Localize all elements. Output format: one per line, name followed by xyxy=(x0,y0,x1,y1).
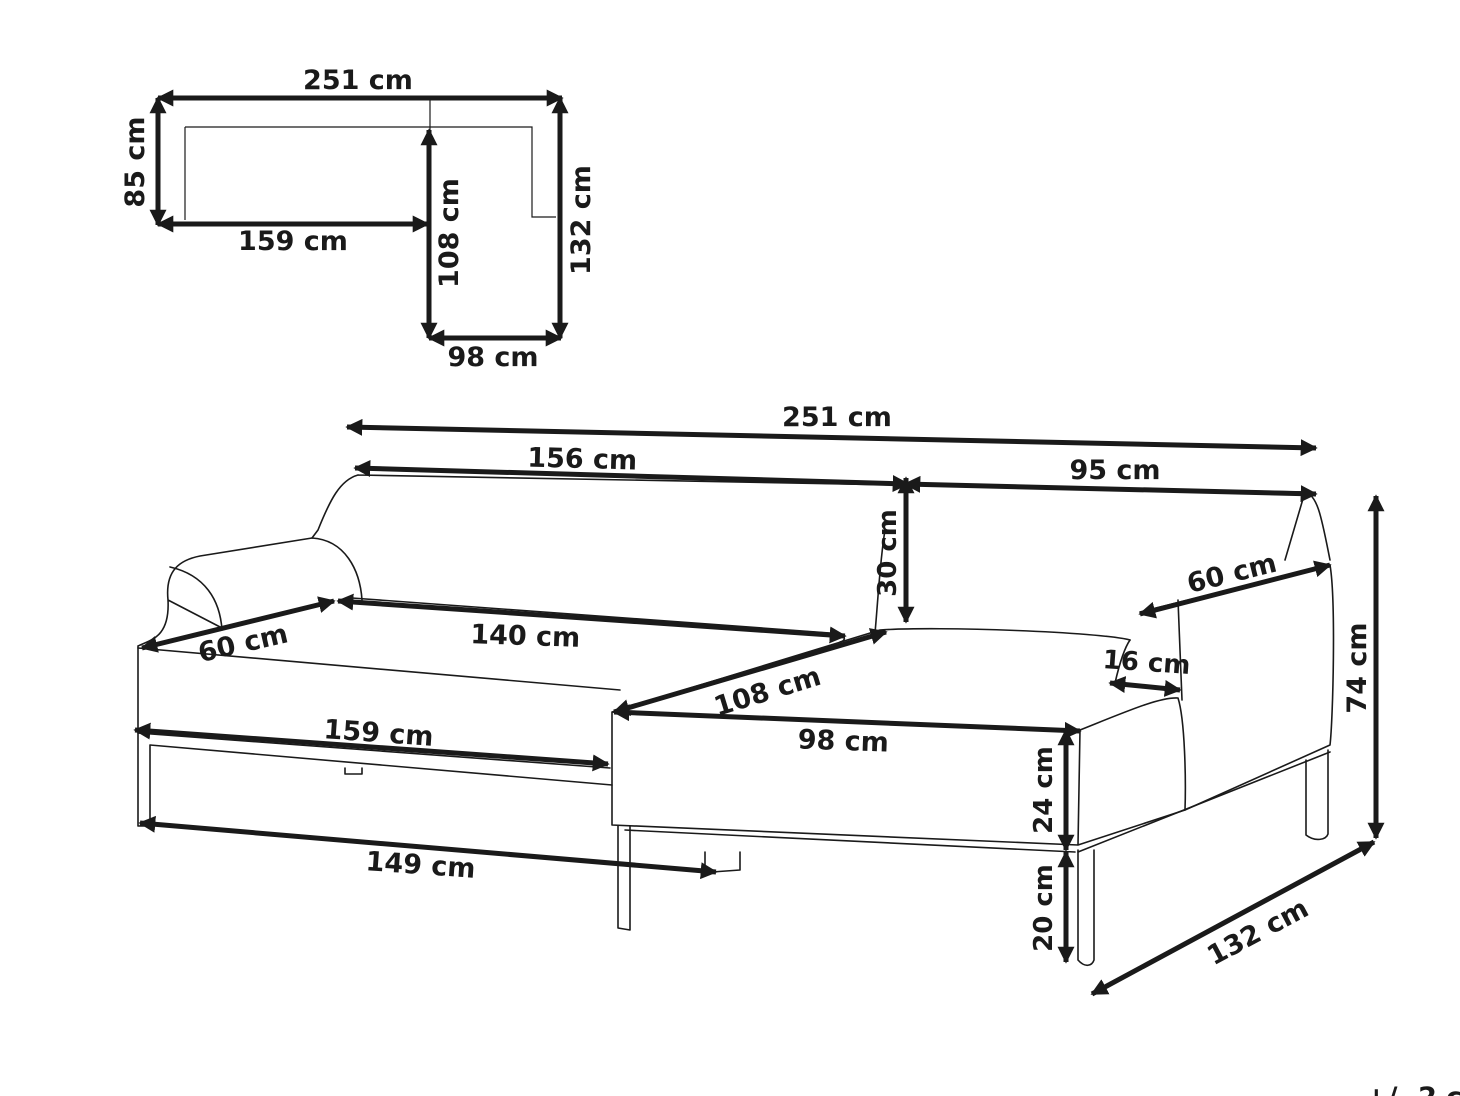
front-base-width-label: 159 cm xyxy=(323,714,435,753)
front-chaise-depth-arrow xyxy=(612,628,888,716)
front-total-depth-arrow xyxy=(1090,839,1376,997)
top-total-width-label: 251 cm xyxy=(303,65,413,96)
top-sofa-width-label: 159 cm xyxy=(238,226,348,257)
top-view-outline xyxy=(184,100,556,220)
sofa-chaise xyxy=(611,627,1187,846)
top-view-plan: 251 cm 85 cm 159 cm 108 cm 132 cm 98 cm xyxy=(120,65,597,373)
front-chaise-width-label: 98 cm xyxy=(797,724,889,758)
front-view-dimensions: 251 cm 156 cm 95 cm 30 cm 60 cm 140 cm 6… xyxy=(133,402,1385,997)
front-base-width-arrow xyxy=(133,722,610,772)
sofa-backrest xyxy=(311,474,1331,561)
front-left-arm-length-label: 60 cm xyxy=(195,618,291,669)
front-seat-width-label: 140 cm xyxy=(470,619,581,654)
sofa-right-arm xyxy=(1114,491,1335,811)
front-right-arm-length-arrow xyxy=(1138,560,1332,619)
top-seat-depth-label: 85 cm xyxy=(120,116,151,207)
front-seat-height-label: 24 cm xyxy=(1029,746,1059,834)
front-back-height-label: 30 cm xyxy=(873,509,903,597)
front-leg-span-label: 149 cm xyxy=(365,846,477,885)
front-arm-width-label: 16 cm xyxy=(1102,645,1192,681)
front-left-arm-length-arrow xyxy=(140,596,336,653)
front-back-width-left-label: 156 cm xyxy=(527,442,638,476)
sofa-legs xyxy=(617,749,1329,967)
sofa-line-drawing xyxy=(137,474,1335,967)
front-seat-width-arrow xyxy=(336,593,847,644)
front-leg-height-label: 20 cm xyxy=(1029,864,1059,952)
front-back-width-left-arrow xyxy=(353,459,910,493)
front-leg-span-arrow xyxy=(138,815,718,880)
tolerance-note: +/- 2 cm xyxy=(1365,1082,1460,1096)
top-chaise-length-label: 108 cm xyxy=(434,178,465,288)
front-total-width-label: 251 cm xyxy=(782,402,892,433)
front-chaise-depth-label: 108 cm xyxy=(710,661,824,723)
front-back-width-right-label: 95 cm xyxy=(1069,455,1160,486)
front-arm-width-arrow xyxy=(1108,676,1182,697)
sofa-frame xyxy=(624,751,1331,853)
front-total-height-label: 74 cm xyxy=(1342,622,1373,713)
top-chaise-width-label: 98 cm xyxy=(447,342,538,373)
front-chaise-width-arrow xyxy=(612,704,1082,739)
top-total-depth-label: 132 cm xyxy=(566,165,597,275)
front-total-width-arrow xyxy=(345,418,1318,457)
front-back-width-right-arrow xyxy=(903,475,1318,503)
